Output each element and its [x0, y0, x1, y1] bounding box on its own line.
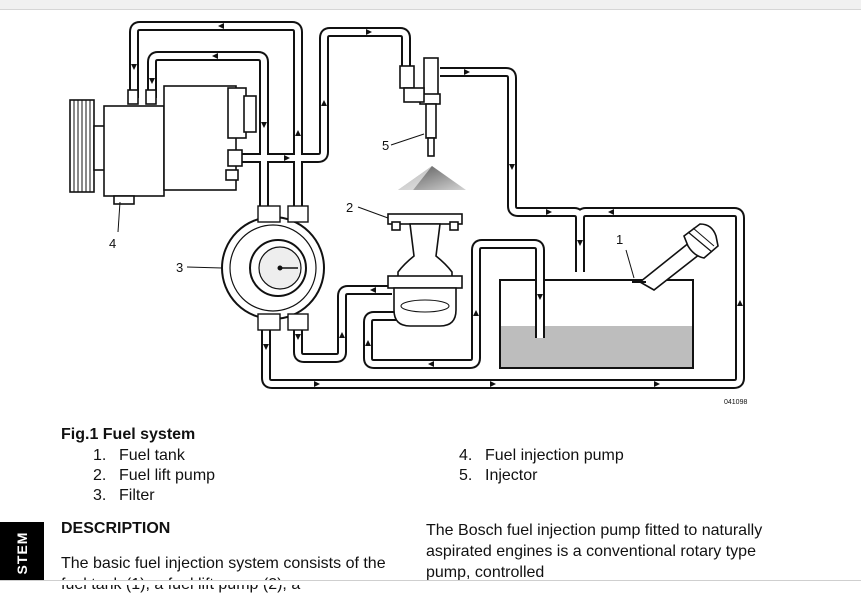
legend-label: Fuel injection pump: [485, 447, 624, 464]
legend-item: 4. Fuel injection pump: [459, 446, 624, 466]
page-bottom-edge: [0, 580, 861, 585]
flow-arrows: [131, 23, 743, 387]
legend-number: 5.: [459, 467, 473, 484]
side-tab-label: STEM: [14, 531, 30, 575]
legend-label: Fuel tank: [119, 447, 185, 464]
legend-label: Fuel lift pump: [119, 467, 216, 484]
fuel-tank: [499, 223, 719, 369]
callout-3: 3: [176, 260, 183, 275]
legend-label: Filter: [119, 487, 155, 504]
legend-number: 3.: [93, 487, 107, 504]
injector: [398, 57, 466, 194]
section-heading: DESCRIPTION: [61, 520, 171, 537]
legend-list-right: 4. Fuel injection pump 5. Injector: [459, 446, 624, 486]
fuel-system-diagram: 1 2 3 4 5 041098: [0, 10, 861, 410]
callout-4: 4: [109, 236, 116, 251]
fuel-injection-pump: [69, 85, 257, 205]
fuel-lift-pump: [387, 213, 463, 327]
legend-number: 1.: [93, 447, 107, 464]
section-side-tab: STEM: [0, 522, 44, 584]
legend-item: 3. Filter: [93, 486, 215, 506]
legend-item: 5. Injector: [459, 466, 624, 486]
legend-item: 2. Fuel lift pump: [93, 466, 215, 486]
legend-number: 4.: [459, 447, 473, 464]
legend-list-left: 1. Fuel tank 2. Fuel lift pump 3. Filter: [93, 446, 215, 506]
figure-caption-title: Fig.1 Fuel system: [61, 426, 196, 443]
body-text-right: The Bosch fuel injection pump fitted to …: [426, 522, 763, 581]
legend-number: 2.: [93, 467, 107, 484]
fuel-lines: [129, 21, 745, 389]
callout-2: 2: [346, 200, 353, 215]
callout-1: 1: [616, 232, 623, 247]
fuel-filter: [221, 205, 325, 331]
body-text-left: The basic fuel injection system consists…: [61, 555, 386, 593]
legend-label: Injector: [485, 467, 538, 484]
figure-code: 041098: [724, 399, 747, 406]
legend-item: 1. Fuel tank: [93, 446, 215, 466]
callout-5: 5: [382, 138, 389, 153]
top-toolbar-strip: [0, 0, 861, 10]
